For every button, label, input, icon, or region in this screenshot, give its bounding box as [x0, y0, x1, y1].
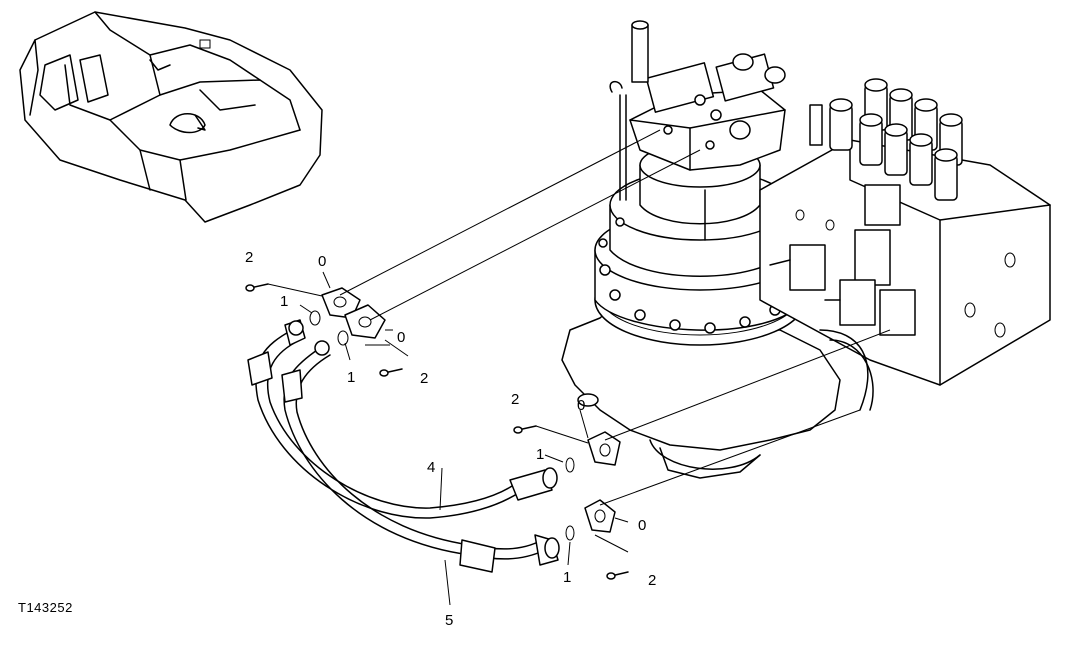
callout-2-c: 2 — [511, 391, 519, 408]
figure-id: T143252 — [18, 600, 73, 615]
callout-0-a: 0 — [318, 253, 326, 270]
callout-2-d: 2 — [648, 572, 656, 589]
callout-1-c: 1 — [536, 446, 544, 463]
leader-lines — [267, 129, 891, 606]
callout-0-c: 0 — [577, 397, 585, 414]
swing-motor — [561, 20, 841, 479]
control-valve — [759, 78, 1051, 411]
callout-1-d: 1 — [563, 569, 571, 586]
callout-0-b: 0 — [397, 329, 405, 346]
callout-0-d: 0 — [638, 517, 646, 534]
callout-labels: 2 0 1 0 1 2 2 0 1 4 0 1 2 5 — [245, 249, 656, 629]
callout-2-b: 2 — [420, 370, 428, 387]
spool-caps — [809, 78, 963, 201]
callout-1-b: 1 — [347, 369, 355, 386]
flange-set-lower — [513, 425, 629, 580]
callout-4: 4 — [427, 459, 435, 476]
flange-set-upper — [245, 283, 403, 377]
hose-5 — [281, 340, 560, 573]
callout-5: 5 — [445, 612, 453, 629]
callout-2-a: 2 — [245, 249, 253, 266]
excavator-thumbnail — [19, 11, 323, 223]
callout-1-a: 1 — [280, 293, 288, 310]
hose-4 — [247, 319, 558, 519]
